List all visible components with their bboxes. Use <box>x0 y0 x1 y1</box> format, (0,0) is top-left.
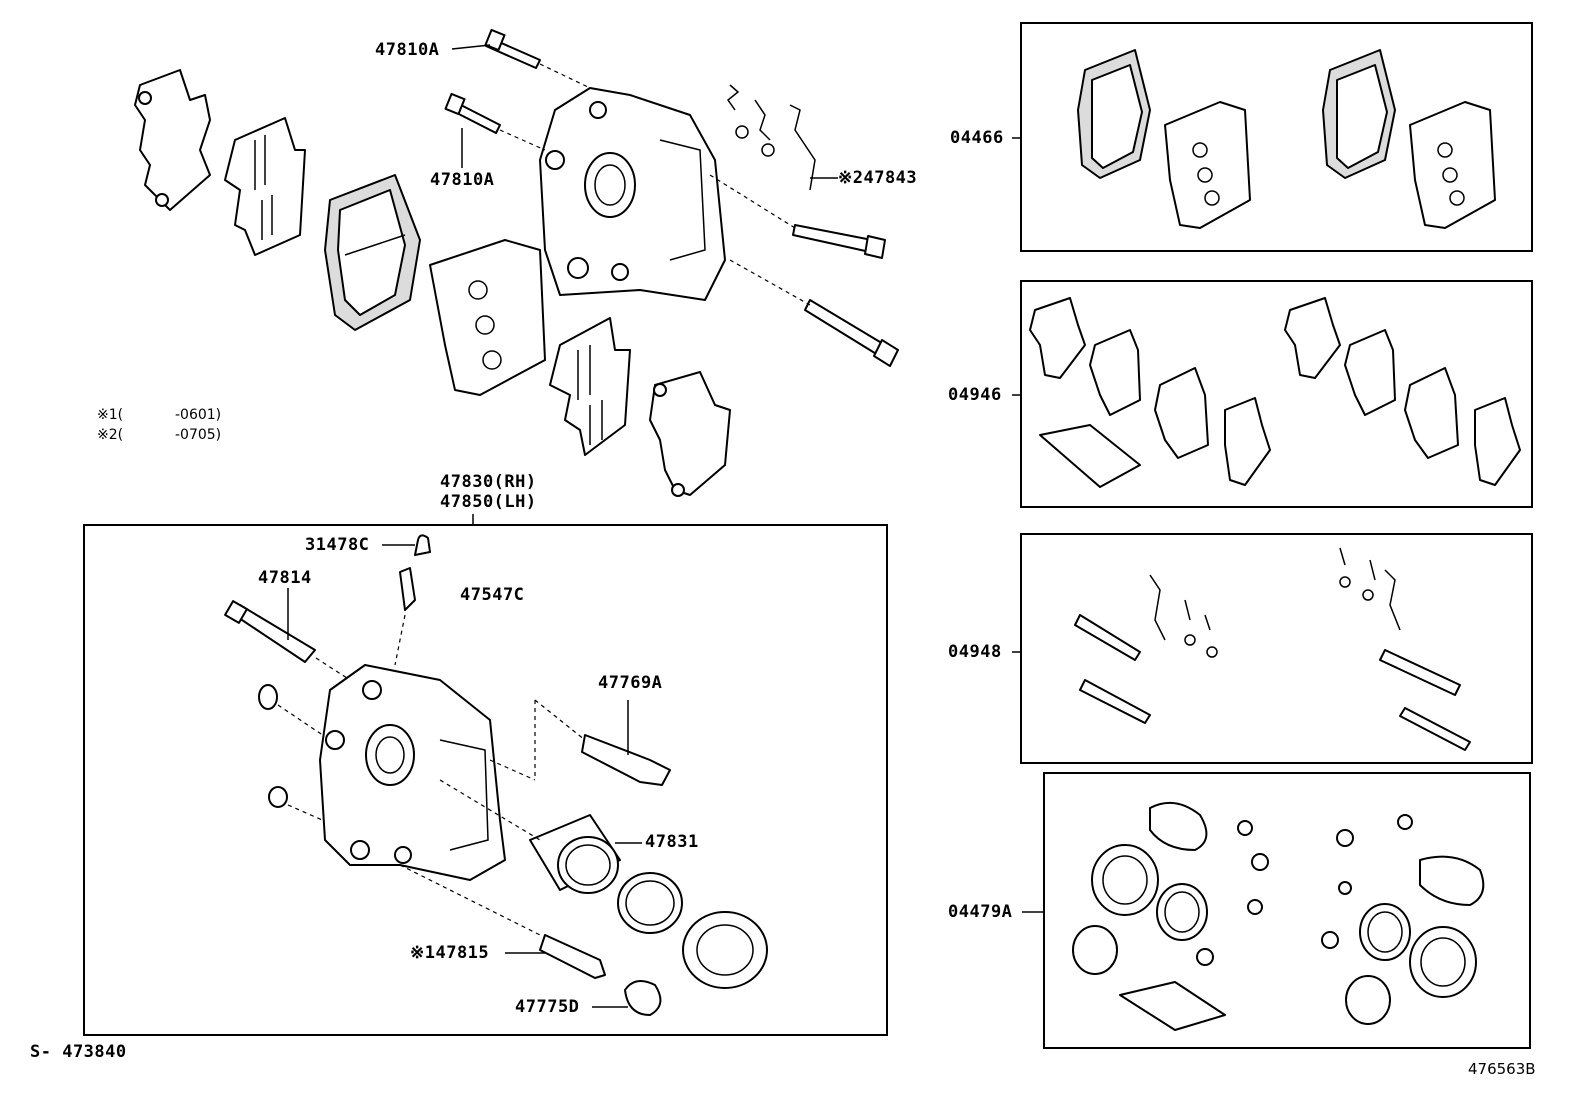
pad-support-spring <box>726 84 816 191</box>
caliper-assembly-box <box>83 524 888 1036</box>
footer-reference: S- 473840 <box>30 1042 127 1062</box>
bolt-47810A-mid <box>444 92 546 151</box>
label-04946: 04946 <box>948 385 1002 405</box>
kit-box-04466 <box>1020 22 1533 252</box>
leader-47810A-top <box>451 44 491 50</box>
label-04948: 04948 <box>948 642 1002 662</box>
label-31478C: 31478C <box>305 535 370 555</box>
disc-brake-pad-inner <box>429 239 546 396</box>
label-47769A: 47769A <box>598 673 663 693</box>
anti-squeal-shim-outer-right <box>649 371 731 497</box>
kit-box-04948 <box>1020 533 1533 764</box>
note-1-mark: ※1( <box>97 407 124 423</box>
label-47810A-mid: 47810A <box>430 170 495 190</box>
kit-04466-pads <box>1077 49 1496 229</box>
note-1-code: -0601) <box>175 407 222 423</box>
kit-04946-shims <box>1029 297 1521 488</box>
label-47810A-top: 47810A <box>375 40 440 60</box>
kit-04479A-seals-boots <box>1072 801 1485 1031</box>
note-2-mark: ※2( <box>97 427 124 443</box>
label-47850-lh: 47850(LH) <box>440 492 537 512</box>
anti-squeal-shim-inner-left <box>224 117 306 256</box>
label-47814: 47814 <box>258 568 312 588</box>
label-47843: ※247843 <box>838 168 918 188</box>
pad-pin-lower <box>729 259 899 367</box>
label-47830-rh: 47830(RH) <box>440 472 537 492</box>
note-2-code: -0705) <box>175 427 222 443</box>
label-47775D: 47775D <box>515 997 580 1017</box>
kit-04948-pins-springs <box>1074 547 1471 751</box>
figure-number: 476563B <box>1468 1060 1536 1078</box>
pad-pin-upper <box>709 174 886 259</box>
label-04466: 04466 <box>950 128 1004 148</box>
label-47831: 47831 <box>645 832 699 852</box>
kit-box-04946 <box>1020 280 1533 508</box>
caliper-body-top <box>539 87 726 301</box>
label-47547C: 47547C <box>460 585 525 605</box>
anti-squeal-shim-outer-left <box>134 69 211 211</box>
label-04479A: 04479A <box>948 902 1013 922</box>
label-47815: ※147815 <box>410 943 490 963</box>
disc-brake-pad-outer <box>324 174 421 331</box>
caliper-assembly-parts <box>224 534 768 1016</box>
bolt-47810A-top <box>484 28 591 89</box>
anti-squeal-shim-inner-right <box>549 317 631 456</box>
kit-box-04479A <box>1043 772 1531 1049</box>
